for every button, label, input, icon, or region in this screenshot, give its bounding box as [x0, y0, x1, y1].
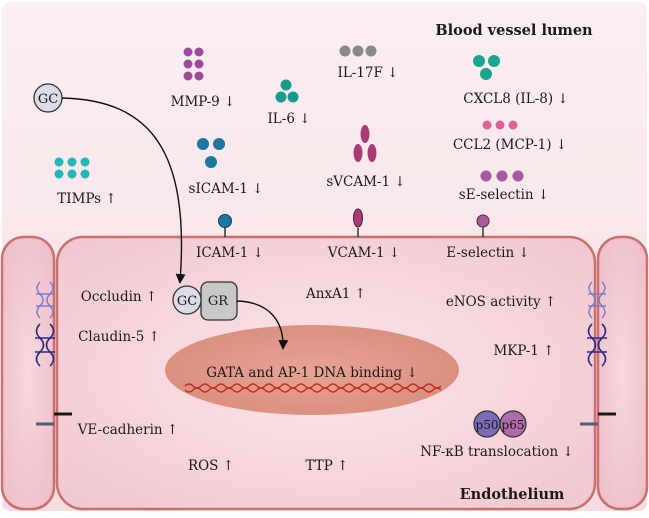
seselectin-icon: [480, 170, 524, 182]
occludin-junction-left-icon: [36, 281, 54, 319]
eselectin-receptor-icon: [476, 214, 490, 237]
anxa1-label: AnxA1 ↑: [305, 286, 366, 302]
mkp1-label: MKP-1 ↑: [493, 343, 554, 359]
seselectin-label: sE-selectin ↓: [459, 187, 549, 203]
gc-gr-complex: GC GR: [172, 281, 238, 321]
nfkb-label: NF-κB translocation ↓: [420, 444, 574, 460]
timps-label: TIMPs ↑: [57, 191, 116, 207]
enos-label: eNOS activity ↑: [446, 294, 556, 310]
il17f-label: IL-17F ↓: [337, 65, 398, 81]
p65-icon: [499, 410, 527, 438]
gc-bound-icon: [172, 285, 202, 315]
cxcl8-label: CXCL8 (IL-8) ↓: [463, 91, 568, 107]
ttp-label: TTP ↑: [306, 458, 349, 474]
gr-label: GR: [208, 294, 229, 309]
ccl2-icon: [482, 120, 518, 130]
cxcl8-icon: [473, 55, 500, 80]
left-cell: [0, 235, 56, 511]
sicam1-label: sICAM-1 ↓: [189, 181, 264, 197]
vecadherin-label: VE-cadherin ↑: [77, 422, 178, 438]
nfkb-complex-icon: p50 p65: [473, 410, 527, 438]
nucleus-label: GATA and AP-1 DNA binding ↓: [206, 365, 418, 381]
occludin-label: Occludin ↑: [81, 289, 157, 305]
dna-strand: [184, 383, 442, 393]
gc-label: GC: [38, 92, 58, 107]
icam1-label: ICAM-1 ↓: [196, 245, 264, 261]
gc-bound-label: GC: [177, 294, 197, 309]
icam1-receptor-icon: [218, 214, 232, 237]
sicam1-icon: [197, 138, 225, 168]
mmp9-label: MMP-9 ↓: [171, 94, 236, 110]
occludin-junction-right-icon: [588, 281, 606, 319]
svcam1-icon: [353, 125, 377, 162]
claudin-junction-right-icon: [587, 323, 607, 367]
right-cell: [596, 235, 649, 511]
il6-label: IL-6 ↓: [267, 111, 310, 127]
claudin5-label: Claudin-5 ↑: [78, 329, 160, 345]
lumen-title: Blood vessel lumen: [435, 22, 593, 39]
p65-label: p65: [502, 418, 525, 432]
mmp9-icon: [183, 47, 204, 81]
eselectin-label: E-selectin ↓: [446, 245, 530, 261]
vcam1-receptor-icon: [353, 208, 363, 237]
gc-entry-arrow: [61, 97, 186, 284]
ros-label: ROS ↑: [188, 458, 234, 474]
il17f-icon: [339, 45, 377, 57]
endothelium-title: Endothelium: [460, 486, 565, 503]
p50-label: p50: [476, 418, 499, 432]
il6-icon: [275, 79, 299, 103]
gr-to-nucleus-arrow: [236, 300, 289, 350]
vcam1-label: VCAM-1 ↓: [327, 245, 400, 261]
vecadherin-left-icon: [36, 412, 72, 426]
vecadherin-right-icon: [580, 412, 616, 426]
claudin-junction-left-icon: [35, 323, 55, 367]
svcam1-label: sVCAM-1 ↓: [326, 174, 405, 190]
ccl2-label: CCL2 (MCP-1) ↓: [453, 137, 567, 153]
timps-icon: [54, 157, 90, 179]
nucleus: [165, 325, 459, 415]
